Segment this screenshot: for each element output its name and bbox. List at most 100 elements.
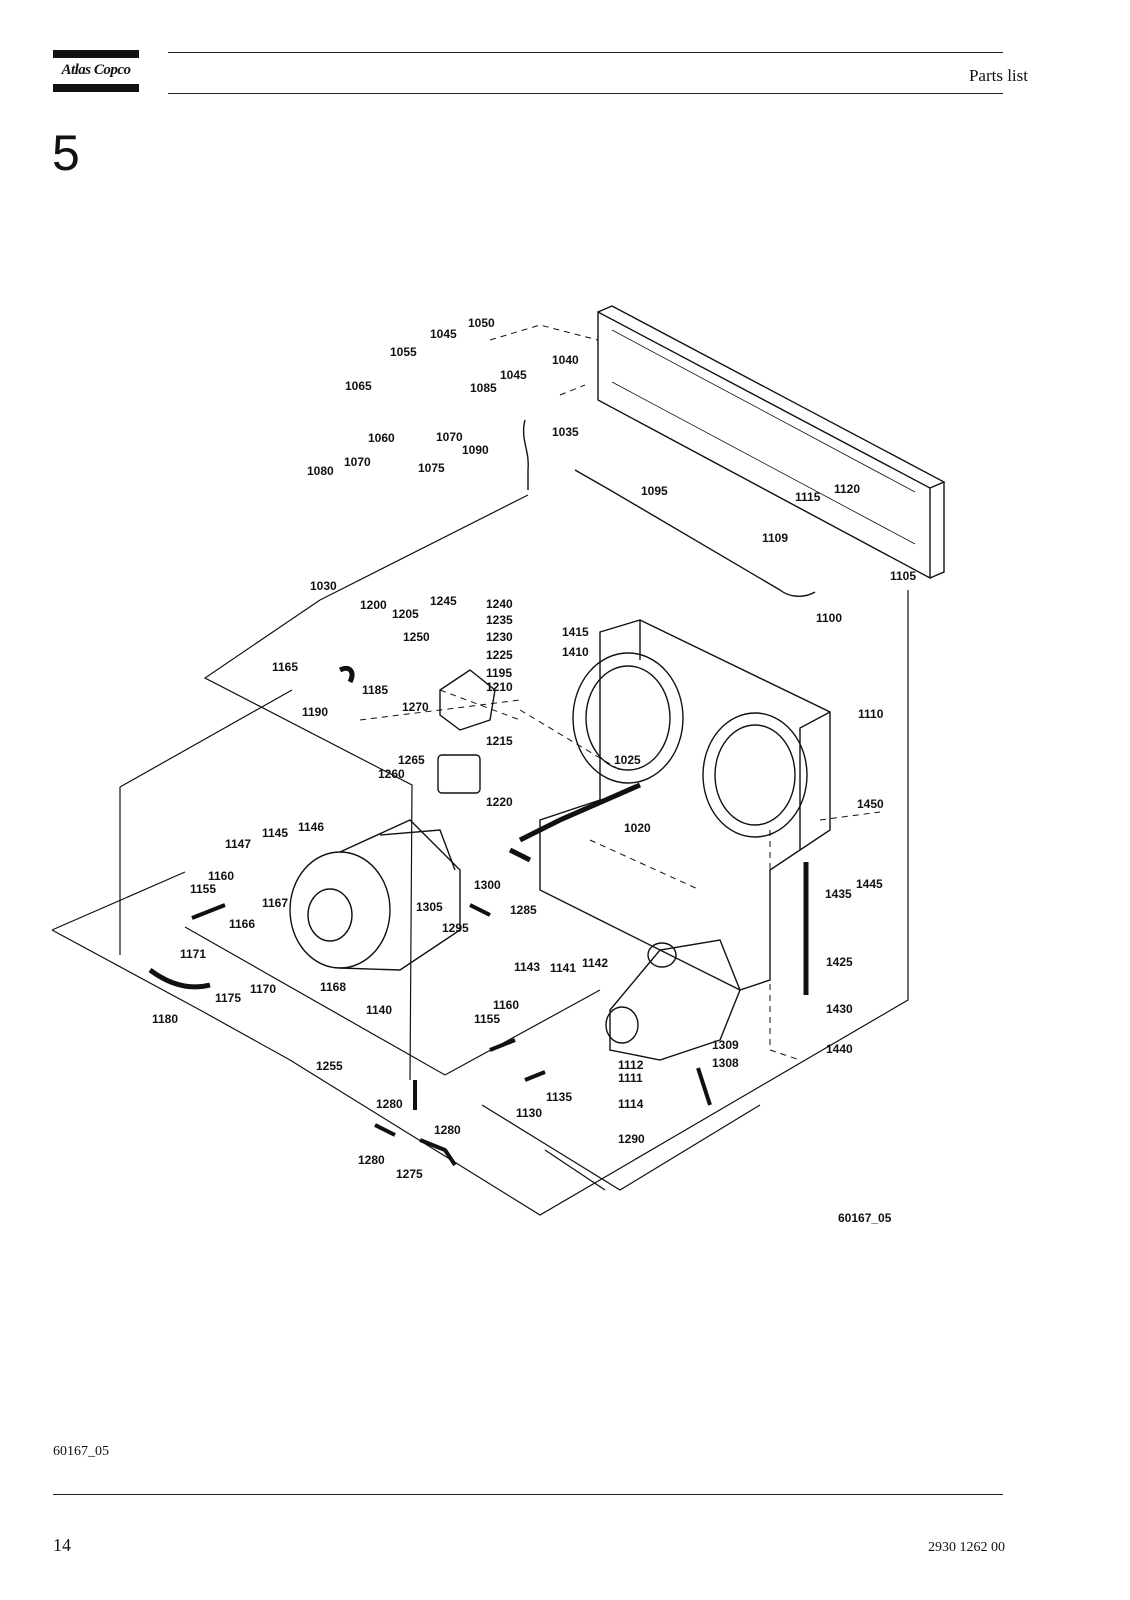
part-label-1165: 1165 (272, 660, 298, 674)
part-label-1030: 1030 (310, 579, 337, 593)
part-label-1142: 1142 (582, 956, 608, 970)
part-label-1095: 1095 (641, 484, 668, 498)
part-label-1075: 1075 (418, 461, 445, 475)
part-label-1035: 1035 (552, 425, 579, 439)
part-label-1105: 1105 (890, 569, 916, 583)
part-label-1145: 1145 (262, 826, 288, 840)
logo-bar-bottom (53, 84, 139, 92)
part-label-1270: 1270 (402, 700, 429, 714)
part-label-1110: 1110 (858, 707, 884, 721)
part-label-1080: 1080 (307, 464, 334, 478)
hose-1035 (522, 419, 529, 490)
part-label-1220: 1220 (486, 795, 513, 809)
part-label-1200: 1200 (360, 598, 387, 612)
part-label-1112: 1112 (618, 1058, 644, 1072)
logo-bar-top (53, 50, 139, 58)
part-label-1445: 1445 (856, 877, 883, 891)
part-label-1109: 1109 (762, 531, 788, 545)
part-label-1308: 1308 (712, 1056, 739, 1070)
part-label-1020: 1020 (624, 821, 651, 835)
part-label-1205: 1205 (392, 607, 419, 621)
part-label-1290: 1290 (618, 1132, 645, 1146)
part-label-1170: 1170 (250, 982, 276, 996)
part-label-1140: 1140 (366, 1003, 392, 1017)
part-label-1280-c: 1280 (358, 1153, 385, 1167)
header-rule-bottom (168, 93, 1003, 94)
housing-port-left (572, 652, 684, 784)
part-label-1195: 1195 (486, 666, 512, 680)
part-label-1100: 1100 (816, 611, 842, 625)
part-label-1250: 1250 (403, 630, 430, 644)
part-label-1111: 1111 (618, 1071, 643, 1085)
part-label-1070-b: 1070 (344, 455, 371, 469)
oil-filter-body (437, 754, 481, 794)
part-label-1305: 1305 (416, 900, 443, 914)
part-label-1285: 1285 (510, 903, 537, 917)
part-label-1120: 1120 (834, 482, 860, 496)
part-label-1210: 1210 (486, 680, 513, 694)
part-label-1135: 1135 (546, 1090, 572, 1104)
chapter-number: 5 (52, 125, 80, 181)
part-label-1160-a: 1160 (208, 869, 234, 883)
part-label-1141: 1141 (550, 961, 576, 975)
part-label-1114: 1114 (618, 1097, 644, 1111)
part-label-1275: 1275 (396, 1167, 423, 1181)
drawing-code: 60167_05 (838, 1211, 892, 1225)
part-label-1055: 1055 (390, 345, 417, 359)
part-label-1215: 1215 (486, 734, 513, 748)
part-label-1160-b: 1160 (493, 998, 519, 1012)
part-label-1155-b: 1155 (474, 1012, 500, 1026)
part-label-1415: 1415 (562, 625, 589, 639)
footer-rule (53, 1494, 1003, 1495)
part-label-1050: 1050 (468, 316, 495, 330)
part-label-1166: 1166 (229, 917, 255, 931)
part-label-1045-a: 1045 (430, 327, 457, 341)
part-label-1300: 1300 (474, 878, 501, 892)
logo-wordmark: Atlas Copco (61, 62, 131, 78)
part-label-1245: 1245 (430, 594, 457, 608)
part-label-1168: 1168 (320, 980, 346, 994)
part-label-1175: 1175 (215, 991, 241, 1005)
pipe-1020 (518, 782, 642, 843)
part-label-1190: 1190 (302, 705, 328, 719)
part-label-1090: 1090 (462, 443, 489, 457)
part-label-1240: 1240 (486, 597, 513, 611)
part-label-1147: 1147 (225, 837, 251, 851)
motor-body (339, 819, 461, 971)
part-label-1255: 1255 (316, 1059, 343, 1073)
section-title: Parts list (968, 66, 1028, 85)
part-label-1040: 1040 (552, 353, 579, 367)
part-label-1260: 1260 (378, 767, 405, 781)
compressor-element (609, 939, 741, 1061)
part-label-1070-a: 1070 (436, 430, 463, 444)
part-label-1025: 1025 (614, 753, 641, 767)
part-label-1155-a: 1155 (190, 882, 216, 896)
hose-1095 (574, 469, 816, 597)
part-label-1440: 1435 (825, 887, 852, 901)
part-label-1295: 1295 (442, 921, 469, 935)
part-label-1230: 1230 (486, 630, 513, 644)
part-label-1265: 1265 (398, 753, 425, 767)
part-label-1235: 1235 (486, 613, 513, 627)
part-label-1143: 1143 (514, 960, 540, 974)
part-label-1065: 1065 (345, 379, 372, 393)
part-label-1450: 1450 (857, 797, 884, 811)
part-label-1171: 1171 (180, 947, 206, 961)
compressor-housing (539, 619, 831, 991)
motor-front (289, 851, 391, 969)
part-label-1410: 1410 (562, 645, 589, 659)
part-label-1280-b: 1280 (434, 1123, 461, 1137)
part-label-1435: 1440 (826, 1042, 853, 1056)
part-label-1045-b: 1045 (500, 368, 527, 382)
part-label-1115: 1115 (795, 490, 821, 504)
housing-port-right (702, 712, 808, 838)
part-label-1167: 1167 (262, 896, 288, 910)
part-label-1085: 1085 (470, 381, 497, 395)
part-label-1225: 1225 (486, 648, 513, 662)
oil-filter-head (439, 669, 496, 731)
page-number: 14 (53, 1535, 71, 1555)
part-label-1430: 1430 (826, 1002, 853, 1016)
part-label-1280-a: 1280 (376, 1097, 403, 1111)
document-number: 2930 1262 00 (928, 1540, 1005, 1555)
